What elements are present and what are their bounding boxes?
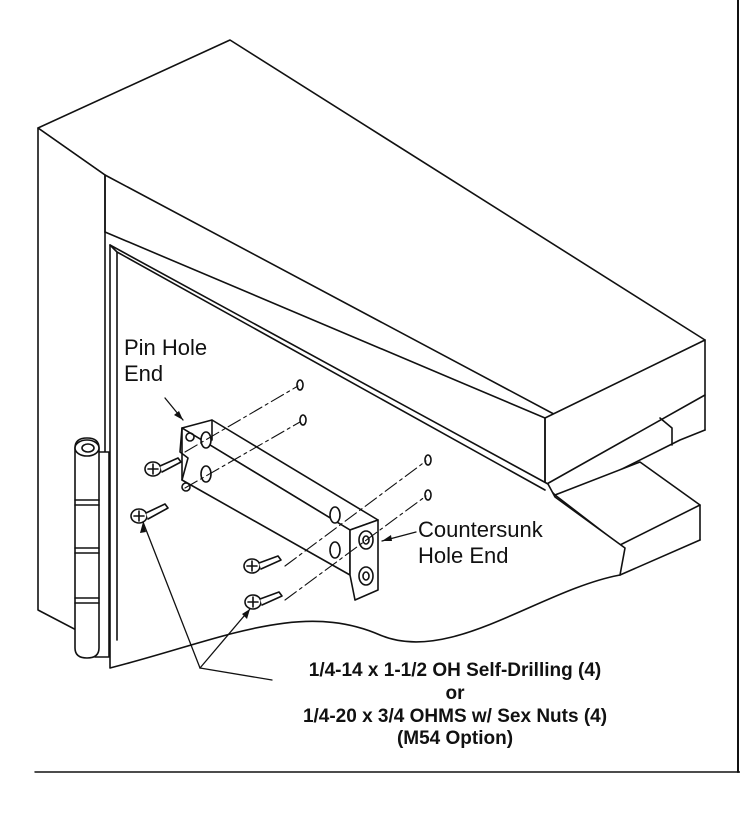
screws	[130, 457, 283, 610]
fastener-line3: 1/4-20 x 3/4 OHMS w/ Sex Nuts (4)	[302, 705, 608, 727]
pin-hole-label-line2: End	[124, 361, 164, 387]
pin-hole-label-line1: Pin Hole	[124, 335, 208, 360]
countersunk-label-line1: Countersunk	[418, 517, 543, 542]
pin-hole-end-label: Pin Hole End	[124, 335, 207, 388]
door-hinge	[74, 437, 110, 659]
door-holes	[296, 379, 432, 501]
fastener-line4: (M54 Option)	[396, 728, 514, 750]
leader-arrowheads	[140, 411, 392, 619]
fastener-callout: 1/4-14 x 1-1/2 OH Self-Drilling (4) or 1…	[250, 660, 660, 751]
screw-3	[243, 555, 282, 574]
hinge-bracket	[179, 419, 379, 601]
alignment-centerlines	[184, 385, 427, 601]
screw-4	[244, 591, 283, 610]
fastener-line1: 1/4-14 x 1-1/2 OH Self-Drilling (4)	[308, 660, 602, 681]
countersunk-hole-end-label: Countersunk Hole End	[418, 517, 543, 570]
screw-1	[144, 457, 182, 477]
countersunk-label-line2: Hole End	[418, 543, 509, 569]
door-panel	[109, 244, 626, 669]
screw-2	[130, 503, 169, 524]
fastener-line2: or	[445, 682, 465, 704]
